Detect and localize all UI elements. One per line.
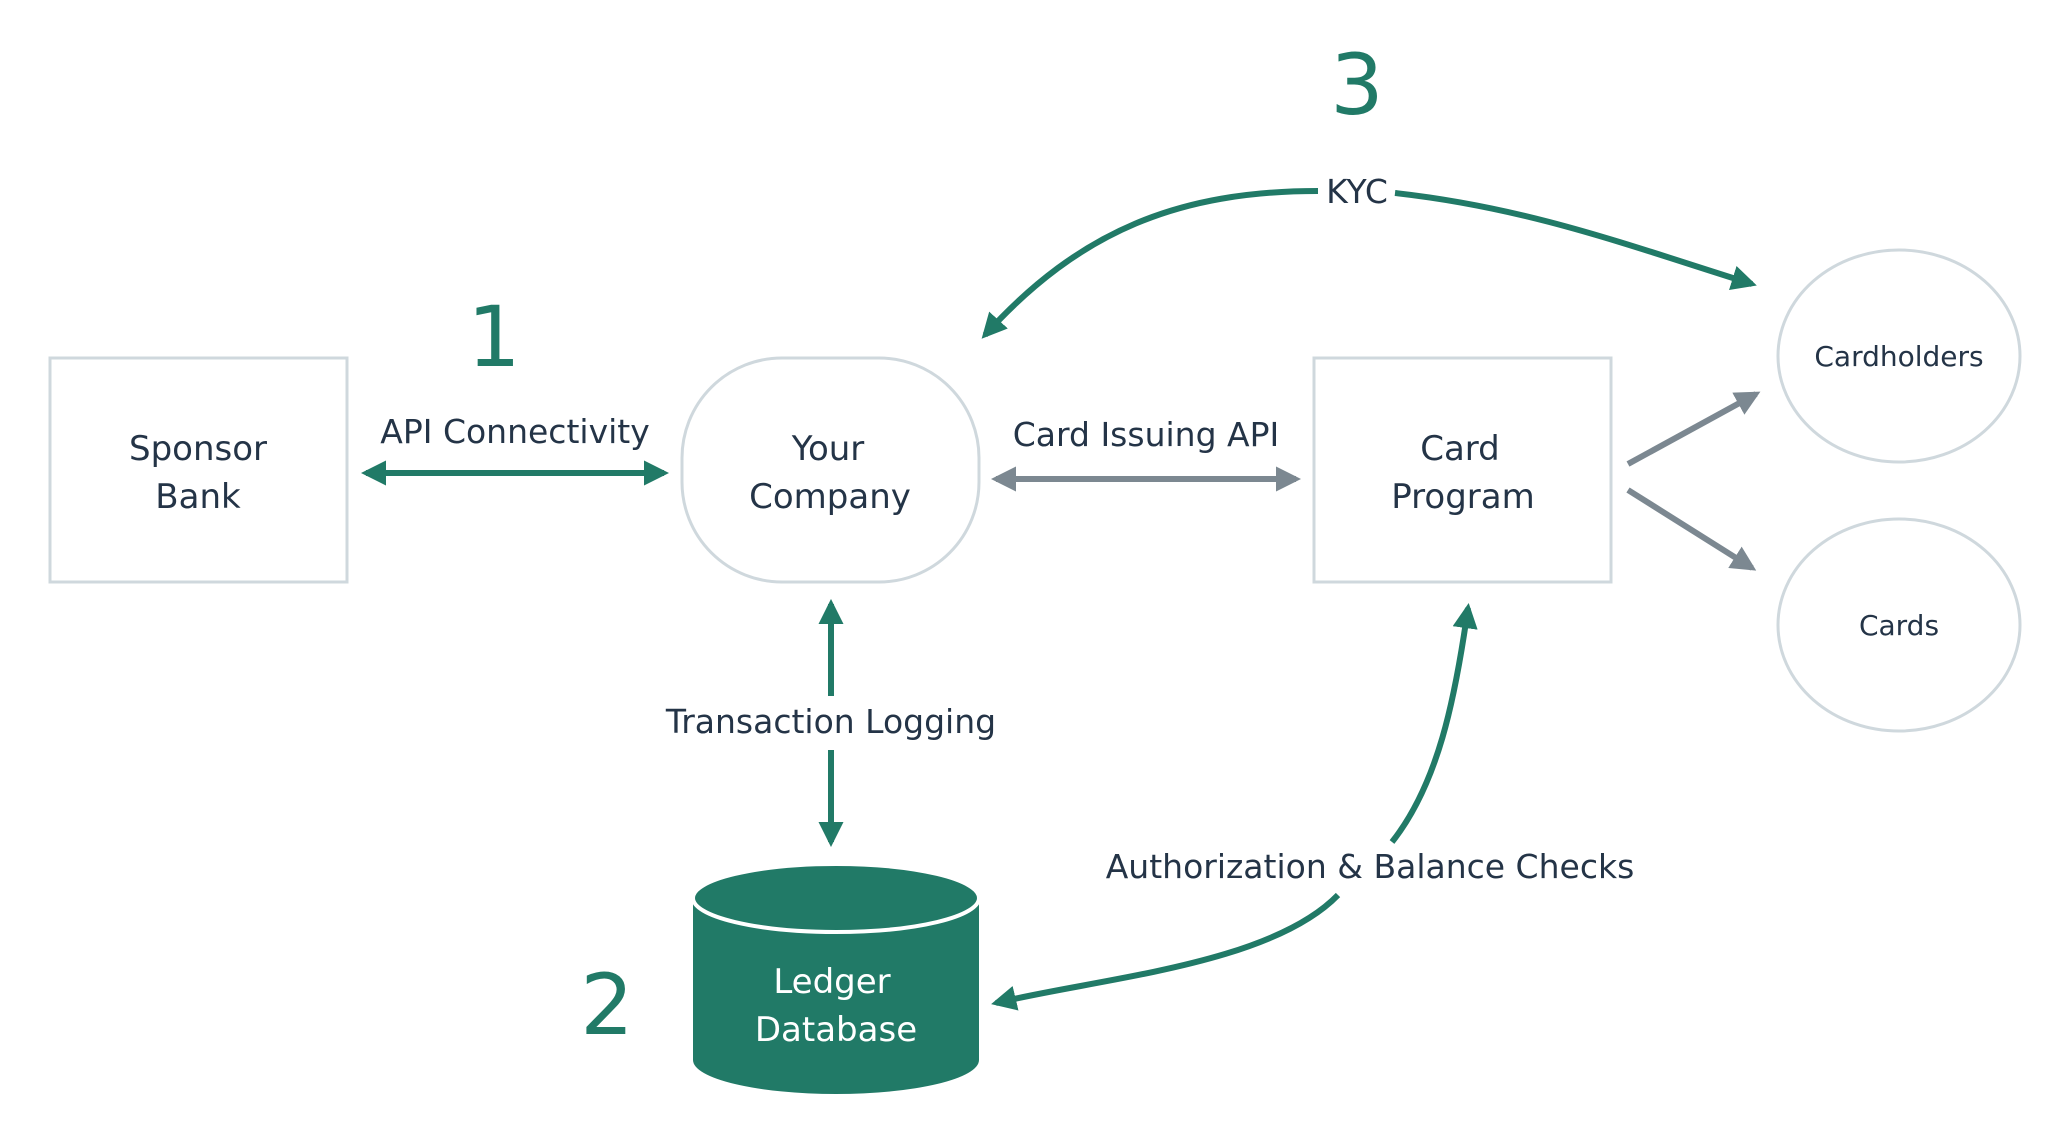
step-number-3: 3 [1330,36,1383,134]
card-program-to-cards-arrow [1626,487,1757,571]
sponsor-bank-node: Sponsor Bank [48,356,349,584]
your-company-node: Your Company [680,356,981,584]
your-company-label-line2: Company [749,477,911,517]
sponsor-bank-label-line2: Bank [155,477,241,517]
card-program-node: Card Program [1312,356,1613,584]
cardholders-label: Cardholders [1814,340,1983,373]
cards-label: Cards [1859,609,1939,642]
cardholders-node: Cardholders [1776,248,2022,464]
card-program-box [1312,356,1613,584]
ledger-database-label-line2: Database [755,1010,917,1050]
api-connectivity-label: API Connectivity [380,412,649,451]
transaction-logging-edge: Transaction Logging [665,598,996,848]
ledger-database-cylinder-body [693,898,979,1094]
authorization-balance-checks-label: Authorization & Balance Checks [1106,847,1635,886]
kyc-label: KYC [1326,172,1388,211]
card-program-fanout-edges [1626,391,1761,571]
transaction-logging-label: Transaction Logging [665,702,996,741]
card-program-label-line1: Card [1420,429,1500,469]
step-number-2: 2 [580,956,633,1054]
card-issuing-api-edge: Card Issuing API [990,415,1302,492]
kyc-arrow-left [981,188,1319,339]
kyc-edge: KYC [981,172,1757,339]
step-number-1: 1 [467,288,520,386]
kyc-arrow-right [1394,190,1757,291]
ledger-database-label-line1: Ledger [773,962,890,1002]
sponsor-bank-box [48,356,349,584]
api-connectivity-edge: API Connectivity [360,412,670,486]
your-company-shape [680,356,981,584]
ledger-database-node: Ledger Database [691,862,981,1094]
cards-node: Cards [1776,517,2022,733]
cards-ellipse [1776,517,2022,733]
ledger-database-cylinder-top [691,862,981,934]
authorization-arrow-up [1389,603,1478,844]
your-company-label-line1: Your [791,429,865,469]
card-program-to-cardholders-arrow [1626,391,1761,467]
authorization-arrow-left [991,892,1341,1011]
sponsor-bank-label-line1: Sponsor [129,429,267,469]
card-program-label-line2: Program [1391,477,1534,517]
authorization-balance-checks-edge: Authorization & Balance Checks [991,603,1635,1011]
cardholders-ellipse [1776,248,2022,464]
card-issuing-api-label: Card Issuing API [1013,415,1279,454]
